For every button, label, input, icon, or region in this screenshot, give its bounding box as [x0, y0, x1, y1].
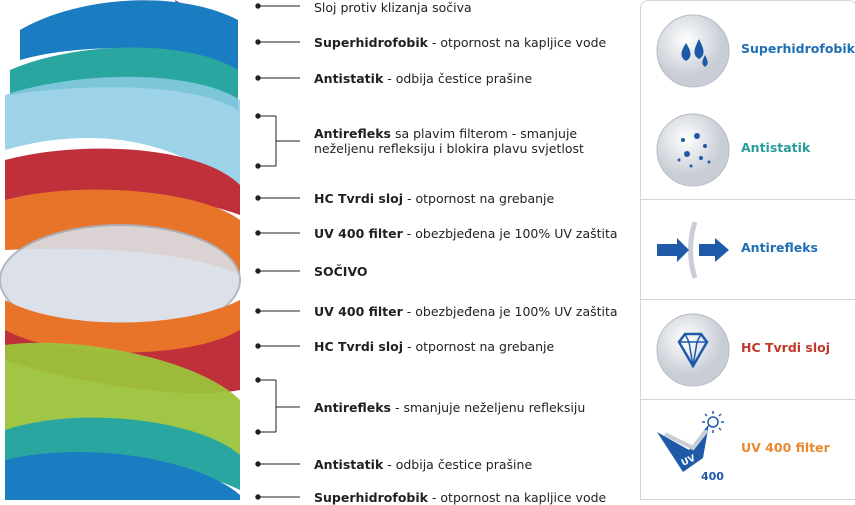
layer-lightblue-top [5, 76, 240, 200]
reflection-arrows-icon [657, 221, 729, 279]
layer-label-anti-slip: Sloj protiv klizanja sočiva [314, 0, 472, 15]
layer-label-uv400: UV 400 filter - obezbjeđena je 100% UV z… [314, 226, 618, 241]
layer-label-superhydrophobic-bottom: Superhidrofobik - otpornost na kapljice … [314, 490, 607, 505]
layer-label-superhydrophobic: Superhidrofobik - otpornost na kapljice … [314, 35, 607, 50]
feature-uv400: UV 400 UV 400 filter [640, 400, 855, 500]
layer-teal-bottom [5, 417, 240, 490]
feature-title: UV 400 filter [741, 440, 830, 455]
layer-label-lens: SOČIVO [314, 264, 368, 279]
diamond-icon [656, 313, 730, 387]
feature-hard-coat: HC Tvrdi sloj [640, 300, 855, 400]
feature-superhydrophobic: Superhidrofobik [640, 0, 855, 101]
dust-particles-icon [656, 113, 730, 187]
feature-title: Superhidrofobik [741, 41, 855, 56]
feature-title: HC Tvrdi sloj [741, 340, 831, 355]
feature-antireflex: Antirefleks [640, 200, 855, 300]
layer-label-antireflex-bottom: Antirefleks - smanjuje neželjenu refleks… [314, 400, 586, 415]
connector-lines [255, 3, 300, 500]
layer-label-antistatic: Antistatik - odbija čestice prašine [314, 71, 533, 86]
feature-title: Antistatik [741, 140, 811, 155]
feature-panel: Superhidrofobik Antistatik Antirefleks [640, 0, 855, 500]
layer-blue-bottom [5, 452, 240, 500]
lens-layer-stack [0, 0, 300, 500]
layer-label-hard-coat-bottom: HC Tvrdi sloj - otpornost na grebanje [314, 339, 555, 354]
feature-antistatic: Antistatik [640, 100, 855, 200]
sun-icon [702, 411, 724, 433]
feature-title: Antirefleks [741, 240, 818, 255]
layer-label-antistatic-bottom: Antistatik - odbija čestice prašine [314, 457, 533, 472]
water-drops-icon [656, 14, 730, 88]
layer-label-uv400-bottom: UV 400 filter - obezbjeđena je 100% UV z… [314, 304, 618, 319]
layer-label-antireflex-blue: Antirefleks sa plavim filterom - smanjuj… [314, 126, 584, 156]
layer-label-hard-coat: HC Tvrdi sloj - otpornost na grebanje [314, 191, 555, 206]
uv-sun-icon: UV 400 [657, 411, 724, 483]
uv-400-badge: 400 [701, 470, 724, 483]
